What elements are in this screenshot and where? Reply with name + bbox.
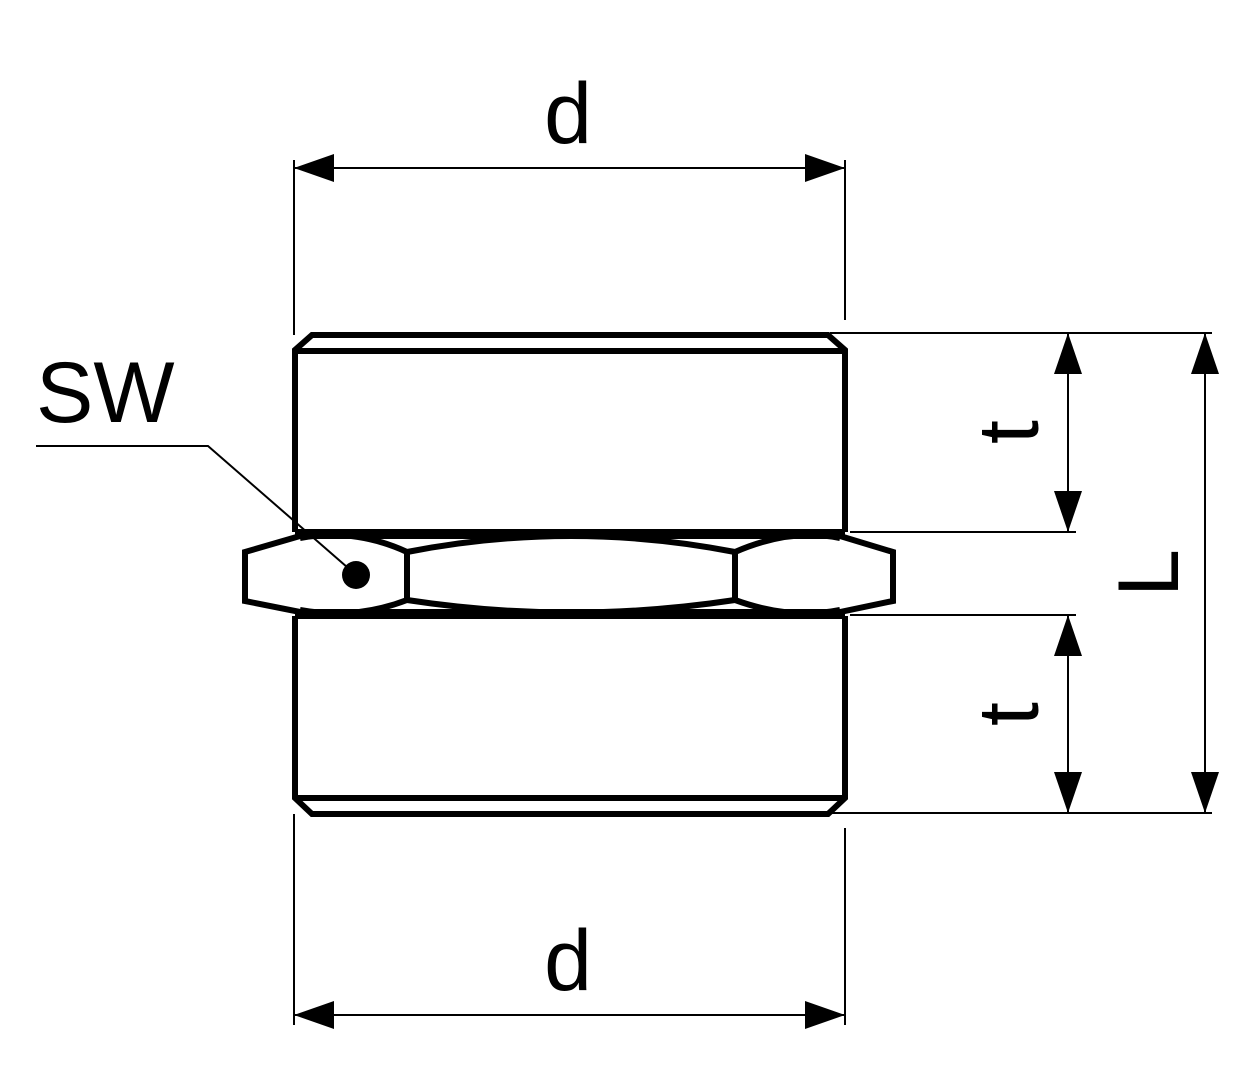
arrow-down-icon <box>1054 491 1082 532</box>
lower-body-outline <box>292 616 848 817</box>
lower-thread-body <box>292 613 848 817</box>
arrow-up-icon <box>1054 615 1082 656</box>
label-d-bottom: d <box>544 913 592 1009</box>
dimension-L: L <box>1101 333 1219 813</box>
arrow-down-icon <box>1191 772 1219 813</box>
label-t-lower: t <box>961 702 1057 726</box>
upper-body-outline <box>292 332 848 532</box>
arrow-down-icon <box>1054 772 1082 813</box>
label-SW: SW <box>36 345 175 441</box>
dimension-t-lower: t <box>961 615 1082 813</box>
extension-lines <box>293 160 1212 1025</box>
label-L: L <box>1101 549 1197 597</box>
arrow-left-icon <box>294 1001 334 1029</box>
arrow-up-icon <box>1054 333 1082 374</box>
arrow-left-icon <box>294 154 334 182</box>
label-t-upper: t <box>961 420 1057 444</box>
dimension-t-upper: t <box>961 333 1082 532</box>
dimension-d-top: d <box>294 66 845 182</box>
hex-lower-arcs <box>299 596 841 617</box>
upper-thread-body <box>292 332 848 535</box>
label-d-top: d <box>544 66 592 162</box>
leader-SW: SW <box>36 345 370 589</box>
arrow-right-icon <box>805 154 845 182</box>
hex-outline <box>242 533 896 615</box>
dimension-d-bottom: d <box>294 913 845 1029</box>
leader-line-SW <box>36 445 356 575</box>
arrow-up-icon <box>1191 333 1219 374</box>
leader-dot-icon <box>342 561 370 589</box>
hex-upper-arcs <box>299 532 841 556</box>
hexagon-wrench-flats <box>242 532 896 617</box>
arrow-right-icon <box>805 1001 845 1029</box>
